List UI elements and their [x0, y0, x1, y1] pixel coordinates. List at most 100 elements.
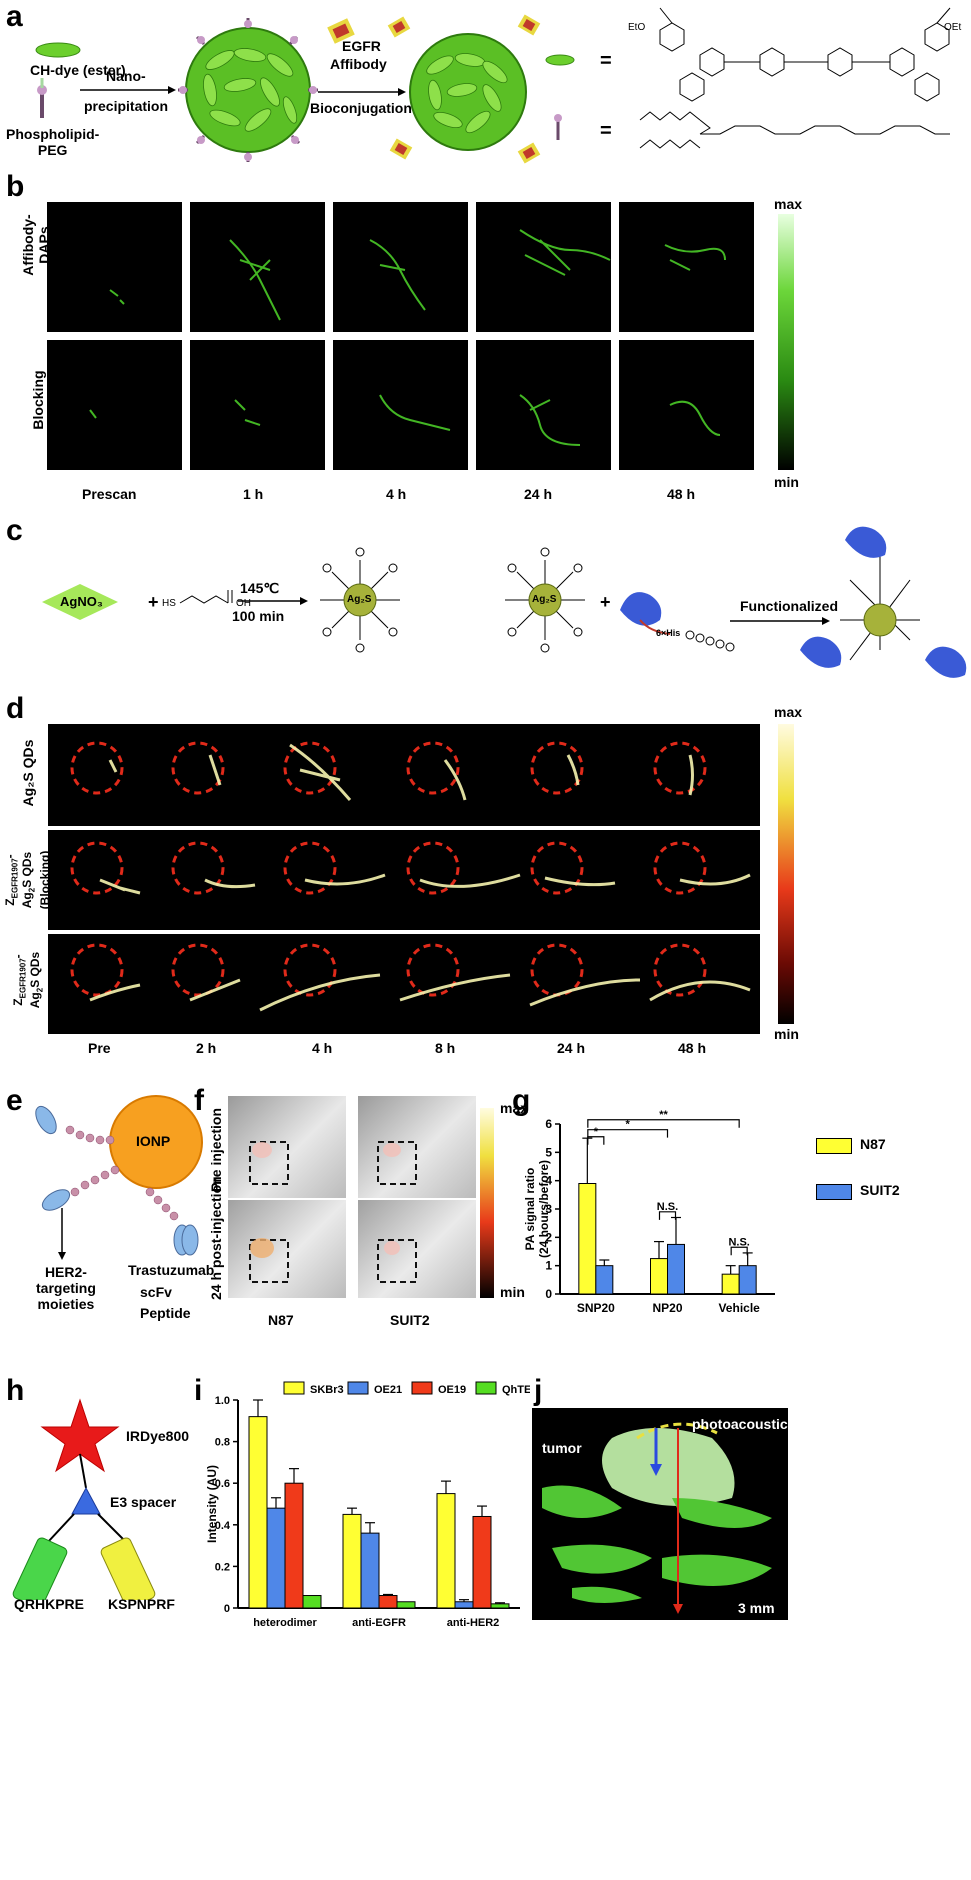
col-label-48h-d: 48 h	[678, 1040, 707, 1056]
irdye800-star	[40, 1398, 120, 1473]
col-label-suit2: SUIT2	[390, 1312, 430, 1328]
image-b-2-5	[619, 340, 754, 470]
ionp-label: IONP	[136, 1133, 171, 1149]
y-tick-label: 0.4	[215, 1520, 231, 1532]
panel-label-a: a	[6, 0, 23, 33]
image-b-2-3	[333, 340, 468, 470]
nanoparticle-1	[178, 18, 318, 162]
antibody-icons	[35, 1105, 199, 1256]
colorbar-d	[778, 724, 794, 1024]
image-b-1-4	[476, 202, 611, 332]
panel-label-i: i	[194, 1374, 203, 1407]
row-label-blocking-qds: ZEGFR1907-Ag2S QDs(Blocking)	[3, 850, 52, 910]
panel-label-d: d	[6, 692, 25, 725]
x-tick-label: anti-HER2	[447, 1617, 500, 1629]
irdye800-label: IRDye800	[126, 1428, 190, 1444]
ch-dye-label: CH-dye (ester)	[30, 62, 126, 78]
scalebar-label: 3 mm	[738, 1600, 775, 1616]
y-axis-label: PA signal ratio	[523, 1168, 537, 1251]
ch-dye-legend-icon	[545, 54, 575, 66]
sig-bracket-snp20	[587, 1136, 605, 1145]
image-b-2-1	[47, 340, 182, 470]
bar-skbr3-heterodimer	[248, 1416, 268, 1609]
dye-chemical-structure	[659, 7, 951, 102]
x-tick-label: heterodimer	[253, 1617, 317, 1629]
x-tick-label: NP20	[652, 1301, 682, 1315]
equals-1: =	[600, 50, 612, 72]
affibody-protein	[620, 592, 735, 652]
y-tick-label: 1.0	[215, 1395, 230, 1407]
y-tick-label: 1	[545, 1259, 552, 1273]
panel-label-f: f	[194, 1084, 204, 1117]
agno3-label: AgNO₃	[60, 594, 103, 609]
panel-label-h: h	[6, 1374, 25, 1407]
col-label-48h: 48 h	[667, 486, 696, 502]
bar-oe19-anti-egfr	[378, 1595, 398, 1609]
legend-i-swatch-skbr3	[283, 1381, 305, 1395]
bar-skbr3-anti-her2	[436, 1493, 456, 1609]
colorbar-d-min: min	[774, 1026, 799, 1042]
col-label-pre: Pre	[88, 1040, 111, 1056]
row-label-ag2s-qds: Ag₂S QDs	[20, 739, 36, 807]
hs-label: HS	[162, 598, 176, 609]
nano-label-1: Nano-	[106, 68, 146, 84]
row-label-24h-post: 24 h post-injection	[208, 1176, 224, 1300]
phospholipid-label: Phospholipid- PEG	[6, 126, 100, 158]
colorbar-f-max: max	[500, 1100, 529, 1116]
col-label-n87: N87	[268, 1312, 294, 1328]
image-f-2-2	[358, 1200, 476, 1298]
scfv-label: scFv	[140, 1284, 172, 1300]
bioconjugation-label: Bioconjugation	[310, 100, 412, 116]
panel-label-j: j	[534, 1374, 543, 1407]
legend-i-label-skbr3: SKBr3	[310, 1384, 344, 1396]
bar-oe21-anti-egfr	[360, 1532, 380, 1609]
mercaptopropionic-acid	[179, 595, 229, 604]
legend-g-swatch-suit2	[816, 1184, 852, 1200]
trastuzumab-label: Trastuzumab	[128, 1262, 215, 1278]
ag2s-label-1: Ag₂S	[347, 594, 372, 605]
functionalized-label: Functionalized	[740, 598, 838, 614]
nanoparticle-2	[387, 14, 541, 164]
col-label-24h: 24 h	[524, 486, 553, 502]
affibody-icon	[327, 18, 355, 44]
e3-spacer-label: E3 spacer	[110, 1494, 177, 1510]
nano-label-2: precipitation	[84, 98, 169, 114]
sig-bracket-np20	[658, 1211, 677, 1220]
functionalized-qd	[800, 526, 967, 678]
col-label-4h-d: 4 h	[312, 1040, 333, 1056]
ag2s-qd-2	[505, 547, 585, 653]
x-tick-label: Vehicle	[718, 1301, 760, 1315]
qrhkpre-block	[12, 1537, 68, 1600]
qrhkpre-label: QRHKPRE	[14, 1596, 85, 1612]
col-label-8h: 8 h	[435, 1040, 456, 1056]
kspnprf-label: KSPNPRF	[108, 1596, 175, 1612]
sig-bracket-snp20-np20-label: *	[626, 1119, 631, 1131]
bar-suit2-vehicle	[738, 1265, 757, 1295]
bar-oe19-heterodimer	[284, 1482, 304, 1609]
photoacoustic-label: photoacoustic	[692, 1416, 788, 1432]
x-tick-label: anti-EGFR	[352, 1617, 406, 1629]
bar-qhtert-heterodimer	[302, 1595, 322, 1609]
colorbar-f	[480, 1108, 494, 1298]
image-b-2-2	[190, 340, 325, 470]
row-label-blocking: Blocking	[30, 370, 46, 430]
image-row-d-1	[48, 724, 760, 826]
image-row-d-3	[48, 934, 760, 1034]
image-f-1-1	[228, 1096, 346, 1198]
row-label-targeted-qds: ZEGFR1907-Ag2S QDs	[11, 951, 45, 1009]
peptide-label: Peptide	[140, 1305, 191, 1321]
y-tick-label: 6	[545, 1117, 552, 1131]
sig-bracket-snp20-vehicle-label: **	[659, 1109, 668, 1121]
panel-label-e: e	[6, 1084, 23, 1117]
legend-i-label-oe21: OE21	[374, 1384, 402, 1396]
colorbar-b-max: max	[774, 196, 803, 212]
panel-h-schematic	[12, 1398, 156, 1600]
legend-i-swatch-oe21	[347, 1381, 369, 1395]
image-f-2-1	[228, 1200, 346, 1298]
image-row-d-2	[48, 830, 760, 930]
plus-2: +	[600, 592, 611, 612]
panel-label-c: c	[6, 514, 23, 547]
legend-g-label-suit2: SUIT2	[860, 1182, 900, 1198]
